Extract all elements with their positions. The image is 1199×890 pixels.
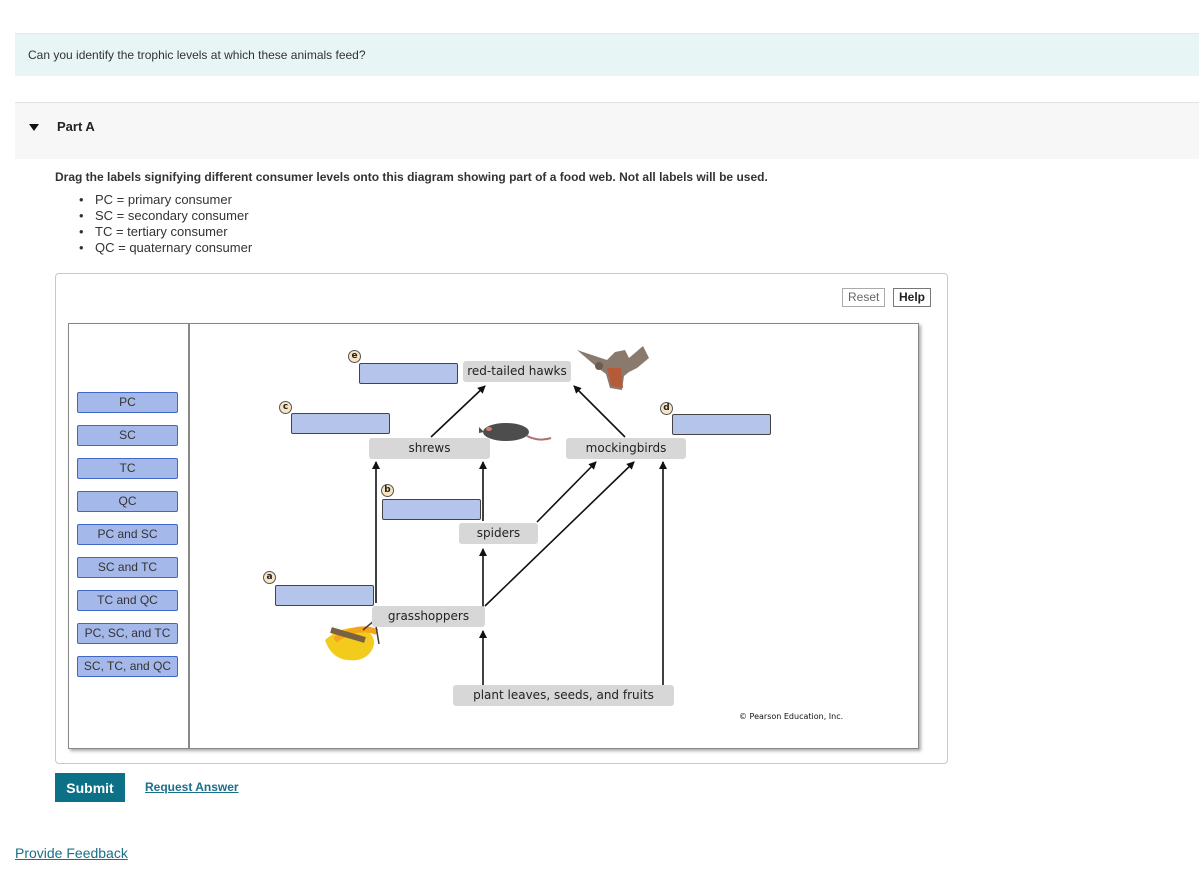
instructions-text: Drag the labels signifying different con… xyxy=(55,170,768,184)
node-mockingbirds: mockingbirds xyxy=(566,438,686,459)
shrew-icon xyxy=(479,423,552,441)
hawk-icon xyxy=(577,346,649,390)
submit-button[interactable]: Submit xyxy=(55,773,125,802)
drop-target-c[interactable] xyxy=(291,413,390,434)
drop-target-d[interactable] xyxy=(672,414,771,435)
label-pc-and-sc[interactable]: PC and SC xyxy=(77,524,178,545)
node-shrews: shrews xyxy=(369,438,490,459)
definition-item: SC = secondary consumer xyxy=(79,208,252,224)
definition-item: TC = tertiary consumer xyxy=(79,224,252,240)
question-text: Can you identify the trophic levels at w… xyxy=(28,48,366,62)
label-sc[interactable]: SC xyxy=(77,425,178,446)
drop-target-b[interactable] xyxy=(382,499,481,520)
grasshopper-icon xyxy=(325,618,380,661)
target-marker-d: d xyxy=(660,402,673,415)
node-red-tailed-hawks: red-tailed hawks xyxy=(463,361,571,382)
target-marker-e: e xyxy=(348,350,361,363)
label-tc[interactable]: TC xyxy=(77,458,178,479)
copyright-text: © Pearson Education, Inc. xyxy=(739,712,844,721)
drop-target-a[interactable] xyxy=(275,585,374,606)
target-marker-b: b xyxy=(381,484,394,497)
target-marker-c: c xyxy=(279,401,292,414)
provide-feedback-link[interactable]: Provide Feedback xyxy=(15,845,128,861)
food-web-arrows xyxy=(325,346,667,686)
drag-drop-activity: Reset Help PC SC TC QC PC and SC SC and … xyxy=(55,273,948,764)
definition-item: PC = primary consumer xyxy=(79,192,252,208)
reset-button[interactable]: Reset xyxy=(842,288,886,307)
part-header[interactable]: Part A xyxy=(15,102,1199,159)
label-qc[interactable]: QC xyxy=(77,491,178,512)
label-sc-and-tc[interactable]: SC and TC xyxy=(77,557,178,578)
node-spiders: spiders xyxy=(459,523,538,544)
definitions-list: PC = primary consumer SC = secondary con… xyxy=(55,192,252,256)
food-web-canvas: PC SC TC QC PC and SC SC and TC TC and Q… xyxy=(68,323,919,749)
target-marker-a: a xyxy=(263,571,276,584)
label-tc-and-qc[interactable]: TC and QC xyxy=(77,590,178,611)
collapse-caret-icon[interactable] xyxy=(29,124,39,131)
definition-item: QC = quaternary consumer xyxy=(79,240,252,256)
label-pc-sc-and-tc[interactable]: PC, SC, and TC xyxy=(77,623,178,644)
label-pc[interactable]: PC xyxy=(77,392,178,413)
request-answer-link[interactable]: Request Answer xyxy=(145,780,239,794)
part-title: Part A xyxy=(57,119,95,134)
label-sc-tc-and-qc[interactable]: SC, TC, and QC xyxy=(77,656,178,677)
label-palette: PC SC TC QC PC and SC SC and TC TC and Q… xyxy=(69,324,190,748)
drop-target-e[interactable] xyxy=(359,363,458,384)
node-grasshoppers: grasshoppers xyxy=(372,606,485,627)
node-plant-leaves-seeds-fruits: plant leaves, seeds, and fruits xyxy=(453,685,674,706)
question-banner: Can you identify the trophic levels at w… xyxy=(15,33,1199,76)
help-button[interactable]: Help xyxy=(893,288,932,307)
